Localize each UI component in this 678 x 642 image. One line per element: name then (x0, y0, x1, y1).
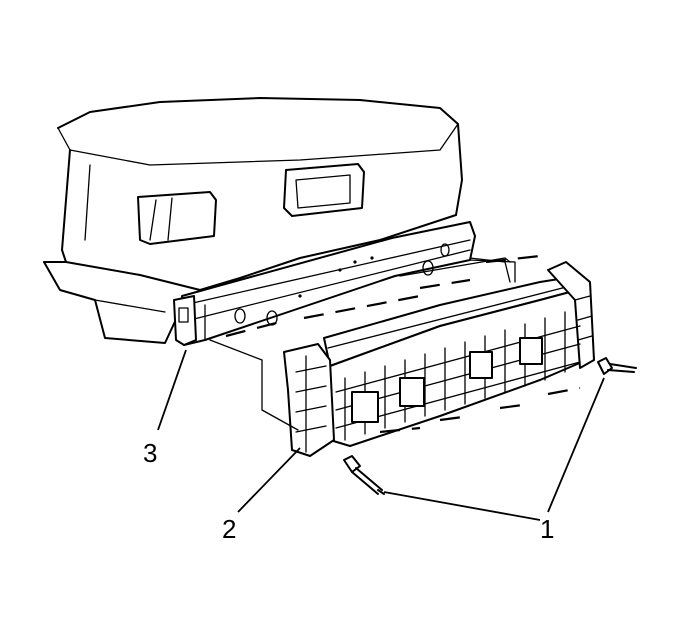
license-plate-pocket (283, 163, 365, 217)
vehicle-rear-body (43, 97, 463, 344)
callout-1: 1 (540, 514, 555, 544)
push-pin-fastener-right (597, 357, 637, 375)
callout-2: 2 (222, 514, 237, 544)
callout-3: 3 (143, 438, 158, 468)
tail-lamp-left (137, 191, 217, 245)
energy-absorber (283, 261, 595, 457)
alignment-lines (209, 254, 581, 434)
push-pin-fastener-left (343, 455, 385, 495)
leader-lines (157, 349, 605, 521)
